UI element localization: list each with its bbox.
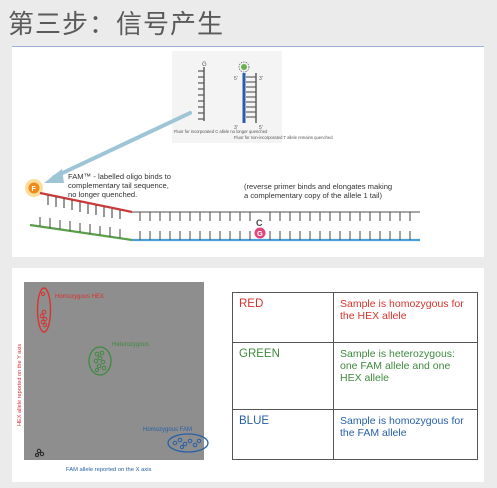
table-row: BLUE Sample is homozygous for the FAM al… xyxy=(232,409,478,460)
fam-cluster-label: Homozygous FAM xyxy=(143,427,192,433)
legend-desc-blue: Sample is homozygous for the FAM allele xyxy=(333,409,478,460)
inset-box xyxy=(172,51,282,143)
fam-description: FAM™ - labelled oligo binds to complemen… xyxy=(68,172,173,199)
template-top-teeth xyxy=(139,212,411,221)
inset-left-teeth xyxy=(198,70,204,120)
legend-name-blue: BLUE xyxy=(232,409,334,460)
inset-3-top-label: 3' xyxy=(259,76,263,82)
primer-desc-line1: (reverse primer binds and elongates maki… xyxy=(244,182,392,191)
legend-desc-green: Sample is heterozygous: one FAM allele a… xyxy=(333,341,478,411)
inset-g-label: G xyxy=(202,62,207,68)
table-row: RED Sample is homozygous for the HEX all… xyxy=(232,292,478,343)
inset-right-caption-text: Fluor for non-incorporated T allele rema… xyxy=(234,135,333,140)
hex-cluster-label: Homozygous HEX xyxy=(55,294,104,300)
inset-5-label: 5' xyxy=(234,76,238,82)
signal-diagram: G 5' 3' 3' 5' Fluor for incorporated C a… xyxy=(25,51,420,242)
legend-name-green: GREEN xyxy=(232,341,334,411)
genotype-results-panel: HEX allele reported on the Y axis FAM al… xyxy=(12,268,484,482)
genotype-legend-table: RED Sample is homozygous for the HEX all… xyxy=(232,292,478,460)
pointer-arrow-head xyxy=(44,169,64,183)
inset-left-caption: Fluor for incorporated C allele no longe… xyxy=(174,129,268,134)
fam-desc-line3: no longer quenched. xyxy=(68,190,137,199)
legend-desc-red: Sample is homozygous for the HEX allele xyxy=(333,292,478,343)
legend-name-red: RED xyxy=(232,292,334,343)
ntc-points xyxy=(35,448,45,457)
x-axis-label: FAM allele reported on the X axis xyxy=(66,467,151,473)
y-axis-label: HEX allele reported on the Y axis xyxy=(17,344,23,426)
het-cluster-ellipse xyxy=(88,346,112,376)
template-bottom-teeth xyxy=(139,231,411,240)
inset-left-caption-text: Fluor for incorporated C allele no longe… xyxy=(174,129,268,134)
snp-c-label: C xyxy=(256,218,263,228)
signal-diagram-panel: G 5' 3' 3' 5' Fluor for incorporated C a… xyxy=(12,46,484,257)
primer-description: (reverse primer binds and elongates maki… xyxy=(244,182,394,200)
allele-tail-strand xyxy=(29,223,133,242)
fam-oligo-strand xyxy=(39,191,133,214)
genotype-scatter: HEX allele reported on the Y axis FAM al… xyxy=(17,282,209,473)
snp-g-label: G xyxy=(257,229,263,238)
fam-oligo-teeth xyxy=(47,195,121,219)
fam-fluor xyxy=(28,182,40,194)
fam-cluster-ellipse xyxy=(167,433,209,453)
table-row: GREEN Sample is heterozygous: one FAM al… xyxy=(232,341,478,411)
hex-cluster-ellipse xyxy=(36,287,52,333)
primer-desc-line2: a complementary copy of the allele 1 tai… xyxy=(244,191,382,200)
inset-3-bottom-label: 3' xyxy=(234,125,238,131)
inset-5-bottom-label: 5' xyxy=(259,125,263,131)
pointer-arrow-line xyxy=(52,111,192,179)
inset-right-caption: Fluor for non-incorporated T allele rema… xyxy=(234,135,333,140)
het-cluster-label: Heterozygous xyxy=(112,342,149,348)
inset-quencher-dot xyxy=(241,64,247,70)
allele-tail-teeth xyxy=(39,217,121,238)
page-title: 第三步：信号产生 xyxy=(8,10,225,40)
inset-quencher-ring xyxy=(238,61,250,73)
hex-cluster-label-text: Homozygous HEX xyxy=(55,294,104,300)
hex-cluster-points xyxy=(39,291,48,328)
scatter-plot-area xyxy=(24,282,204,460)
inset-right-teeth xyxy=(246,76,256,118)
snp-g-marker xyxy=(254,227,266,239)
fam-cluster-points xyxy=(172,437,202,450)
het-cluster-points xyxy=(93,350,107,373)
fam-desc-line2: complementary tail sequence, xyxy=(68,181,169,190)
fam-desc-line1: FAM™ - labelled oligo binds to xyxy=(68,172,171,181)
fam-symbol: F xyxy=(32,186,37,193)
